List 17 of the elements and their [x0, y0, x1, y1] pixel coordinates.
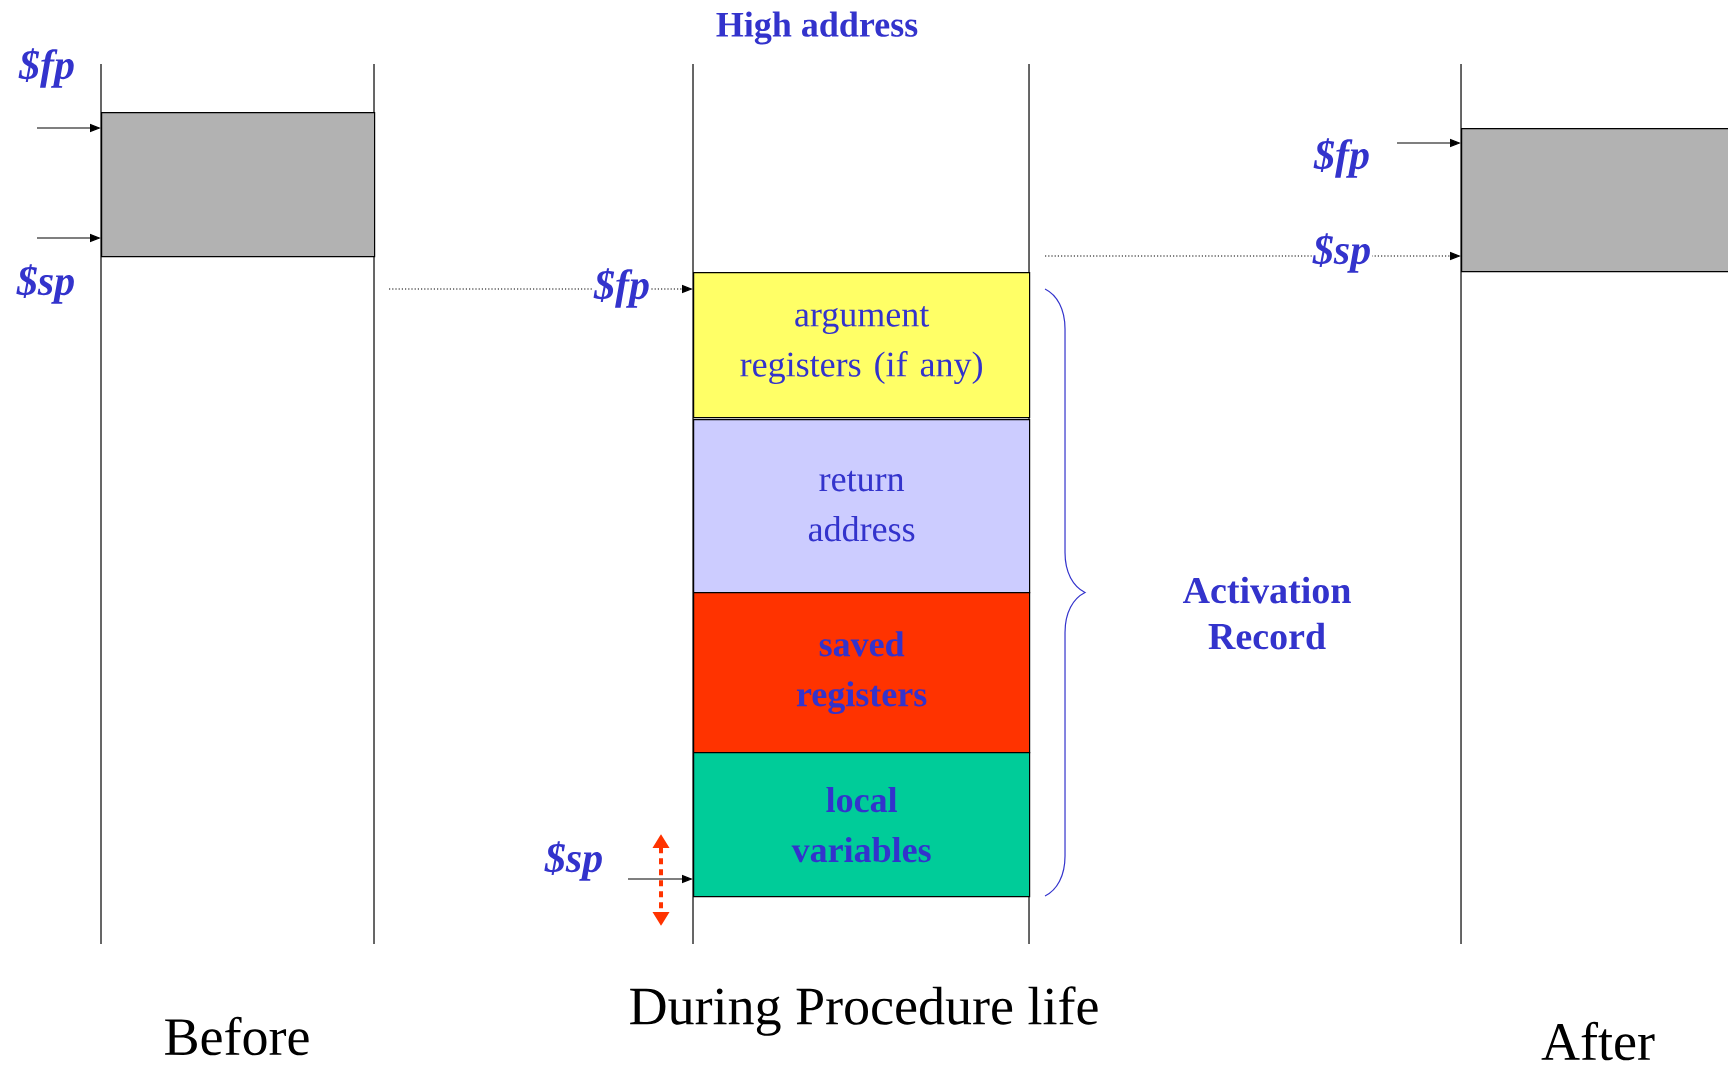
pointer-label: $sp — [543, 840, 605, 882]
heading: High address — [716, 11, 918, 45]
pointer-label: $fp — [593, 267, 651, 309]
pointer-label: $sp — [1311, 232, 1373, 274]
stack-frame-box — [1461, 128, 1728, 273]
stack-frame-box — [101, 112, 376, 258]
bracket-label: Activation Record — [1182, 576, 1351, 650]
stack-frame-box: saved registers — [693, 592, 1031, 754]
pointer-label: $fp — [1313, 137, 1371, 179]
stack-frame-box: return address — [693, 419, 1031, 594]
stack-frame-box: local variables — [693, 752, 1031, 898]
stack-frame-box: argument registers (if any) — [693, 272, 1031, 419]
column-caption: After — [1541, 1021, 1655, 1061]
pointer-label: $fp — [18, 47, 76, 89]
pointer-label: $sp — [15, 263, 77, 305]
column-caption: During Procedure life — [630, 986, 1098, 1036]
column-caption: Before — [165, 1016, 309, 1056]
